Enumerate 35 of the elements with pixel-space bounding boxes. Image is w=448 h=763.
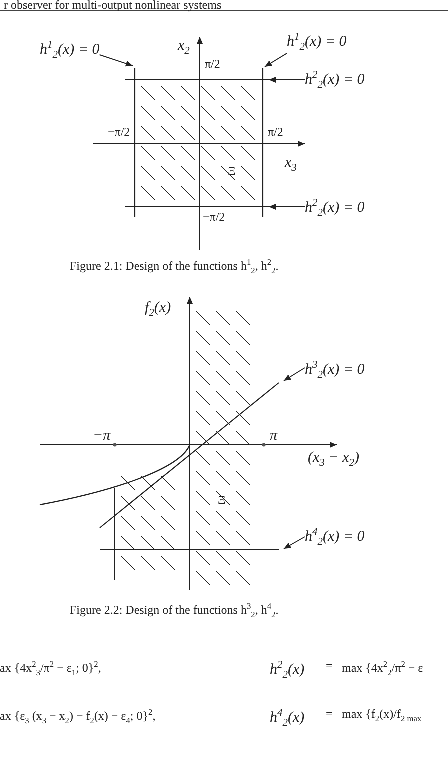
region-label: Ξ <box>218 494 226 508</box>
formula: max {4x$^{2}$$_{2}$/π$^{2}$ − ε <box>342 660 424 678</box>
curve-label: h$^{3}$$_{2}$(x) = 0 <box>305 360 365 382</box>
axis-label: (x$_{3}$ − x$_{2}$) <box>308 450 360 470</box>
leader-line <box>284 368 306 382</box>
formula: h$^{2}$$_{2}$(x) <box>270 660 305 682</box>
formula: max {f$_{2}$(x)/f$_{2 max}$ <box>342 708 422 724</box>
tick-label: −π/2 <box>203 211 226 224</box>
leader-line <box>284 536 306 550</box>
axis-label: x$_{3}$ <box>285 155 297 175</box>
tick-label: −π <box>93 428 111 444</box>
leader-line <box>268 204 306 210</box>
curve-label: h$^{1}$$_{2}$(x) = 0 <box>287 32 347 54</box>
page-header: r observer for multi-output nonlinear systems <box>4 0 222 12</box>
tick-label: π <box>270 428 278 444</box>
curve-label: h$^{4}$$_{2}$(x) = 0 <box>305 527 365 549</box>
formula: = <box>326 708 333 722</box>
region-label: Ξ <box>228 165 236 178</box>
figure-caption: Figure 2.1: Design of the functions h$^{1}$$_{2}$, h$^{2}$$_{2}$. <box>70 258 279 276</box>
tick-label: π/2 <box>268 126 284 140</box>
axis-label: f$_{2}$(x) <box>145 300 172 320</box>
axis-label: x$_{2}$ <box>178 38 190 58</box>
formula: h$^{4}$$_{2}$(x) <box>270 708 305 730</box>
curve-label: h$^{2}$$_{2}$(x) = 0 <box>305 198 365 220</box>
formula: ax {ε$_{3}$ (x$_{3}$ − x$_{2}$) − f$_{2}$(x) − ε$_{4}$; 0}$^{2}$, <box>0 708 156 726</box>
formula: = <box>326 660 333 674</box>
tick-label: −π/2 <box>108 126 130 140</box>
leader-line <box>268 77 306 83</box>
curve-label: h$^{1}$$_{2}$(x) = 0 <box>40 40 100 62</box>
leader-line <box>264 53 288 68</box>
formula: ax {4x$^{2}$$_{3}$/π$^{2}$ − ε$_{1}$; 0}$^{2}$, <box>0 660 102 678</box>
curve-label: h$^{2}$$_{2}$(x) = 0 <box>305 70 365 92</box>
tick-label: π/2 <box>205 58 220 72</box>
figure-caption: Figure 2.2: Design of the functions h$^{3}$$_{2}$, h$^{4}$$_{2}$. <box>70 602 279 620</box>
leader-line <box>99 54 134 67</box>
